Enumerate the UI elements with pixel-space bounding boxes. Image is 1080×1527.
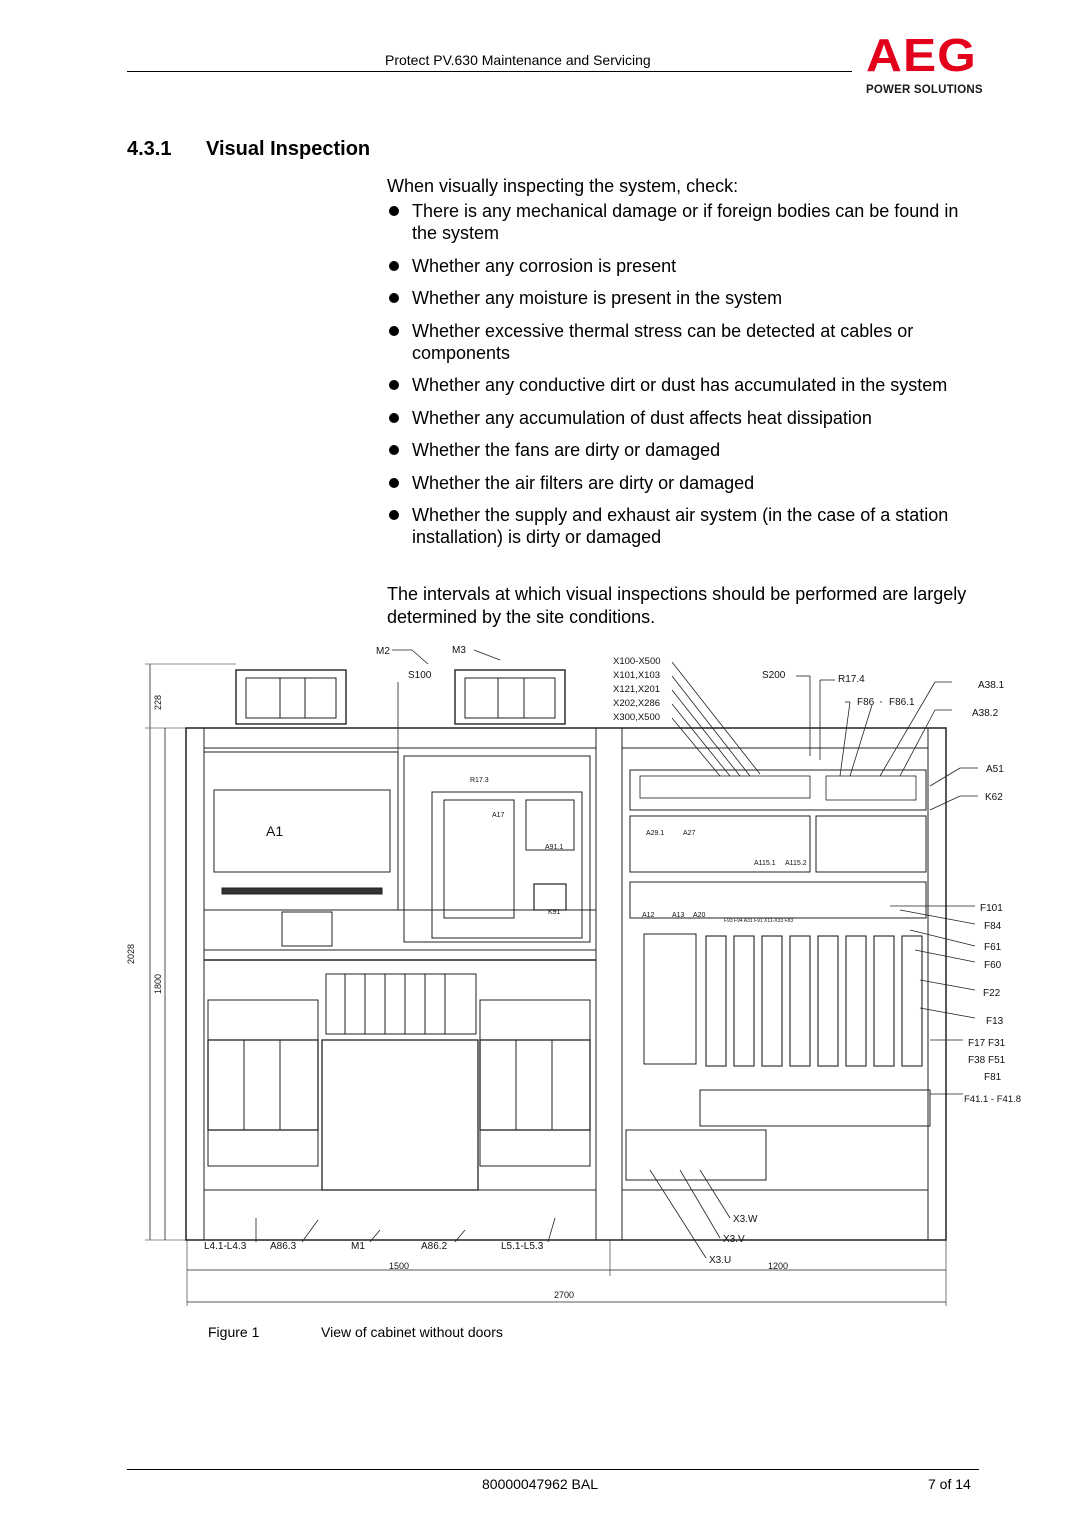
footer-page-number: 7 of 14	[928, 1476, 971, 1492]
figure-label: Figure 1	[208, 1324, 260, 1340]
checklist-item: Whether any moisture is present in the s…	[387, 287, 987, 309]
label-x101: X101,X103	[613, 670, 660, 681]
dim-2028: 2028	[126, 944, 136, 964]
label-a863: A86.3	[270, 1241, 297, 1252]
label-f22: F22	[983, 988, 1001, 999]
label-k91: K91	[548, 909, 561, 916]
label-x3v: X3.V	[723, 1234, 745, 1245]
label-a13: A13	[672, 912, 685, 919]
label-x300: X300,X500	[613, 712, 660, 723]
footer-rule	[127, 1469, 979, 1470]
intro-text: When visually inspecting the system, che…	[387, 176, 739, 196]
label-a381: A38.1	[978, 680, 1005, 691]
checklist-item: Whether excessive thermal stress can be …	[387, 320, 987, 364]
label-f61: F61	[984, 942, 1002, 953]
label-s100: S100	[408, 670, 432, 681]
dim-1200: 1200	[768, 1261, 788, 1271]
label-a382: A38.2	[972, 708, 999, 719]
label-r173: R17.3	[470, 777, 489, 784]
label-x3w: X3.W	[733, 1214, 758, 1225]
label-a27: A27	[683, 830, 696, 837]
header-title: Protect PV.630 Maintenance and Servicing	[385, 52, 651, 68]
label-a51: A51	[986, 764, 1004, 775]
checklist-item: Whether any conductive dirt or dust has …	[387, 374, 987, 396]
label-a291: A29.1	[646, 830, 664, 837]
dim-2700: 2700	[554, 1290, 574, 1300]
dim-1500: 1500	[389, 1261, 409, 1271]
label-fuse-strip: F93 F94 A31 F91 X11-X33 F83	[724, 918, 793, 924]
logo-sub-text: POWER SOLUTIONS	[866, 84, 983, 96]
label-x121: X121,X201	[613, 684, 660, 695]
logo-main-text: AEG	[866, 29, 977, 81]
label-f60: F60	[984, 960, 1002, 971]
dim-228: 228	[153, 695, 163, 710]
label-m3: M3	[452, 645, 466, 656]
label-r174: R17.4	[838, 674, 865, 685]
label-a1152: A115.2	[785, 860, 807, 867]
label-x202: X202,X286	[613, 698, 660, 709]
checklist-item: Whether the fans are dirty or damaged	[387, 439, 987, 461]
figure-caption: View of cabinet without doors	[321, 1324, 503, 1340]
label-f17: F17 F31	[968, 1038, 1006, 1049]
label-f84: F84	[984, 921, 1002, 932]
label-l4: L4.1-L4.3	[204, 1241, 247, 1252]
label-m2: M2	[376, 646, 390, 657]
label-a911: A91.1	[545, 844, 563, 851]
section-title: Visual Inspection	[206, 138, 371, 160]
label-a17: A17	[492, 812, 505, 819]
label-x3u: X3.U	[709, 1255, 731, 1266]
checklist-item: There is any mechanical damage or if for…	[387, 200, 987, 244]
label-x100: X100-X500	[613, 656, 661, 667]
label-f861: F86.1	[889, 697, 915, 708]
label-k62: K62	[985, 792, 1003, 803]
label-f411: F41.1 - F41.8	[964, 1094, 1021, 1105]
header-rule	[127, 71, 852, 72]
label-m1: M1	[351, 1241, 365, 1252]
cabinet-drawing: M2 M3 S100 A1 X100-X500 X101,X103 X121,X…	[126, 645, 1021, 1306]
label-a12: A12	[642, 912, 655, 919]
footer-doc-number: 80000047962 BAL	[482, 1476, 598, 1492]
section-number: 4.3.1	[127, 138, 172, 160]
label-f101: F101	[980, 903, 1003, 914]
label-a1: A1	[266, 823, 283, 839]
label-f13: F13	[986, 1016, 1004, 1027]
checklist-item: Whether any corrosion is present	[387, 255, 987, 277]
label-a20: A20	[693, 912, 706, 919]
label-s200: S200	[762, 670, 786, 681]
dim-1800: 1800	[153, 974, 163, 994]
label-l5: L5.1-L5.3	[501, 1241, 544, 1252]
checklist-item: Whether the air filters are dirty or dam…	[387, 472, 987, 494]
label-f81: F81	[984, 1072, 1002, 1083]
label-a862: A86.2	[421, 1241, 448, 1252]
checklist-item: Whether any accumulation of dust affects…	[387, 407, 987, 429]
closing-paragraph: The intervals at which visual inspection…	[387, 584, 967, 627]
aeg-logo: AEG POWER SOLUTIONS	[866, 32, 988, 96]
label-a1151: A115.1	[754, 860, 776, 867]
checklist-item: Whether the supply and exhaust air syste…	[387, 504, 987, 548]
label-f86: F86	[857, 697, 875, 708]
checklist: There is any mechanical damage or if for…	[387, 200, 987, 559]
section-heading: 4.3.1 Visual Inspection	[127, 138, 370, 161]
label-f38: F38 F51	[968, 1055, 1006, 1066]
